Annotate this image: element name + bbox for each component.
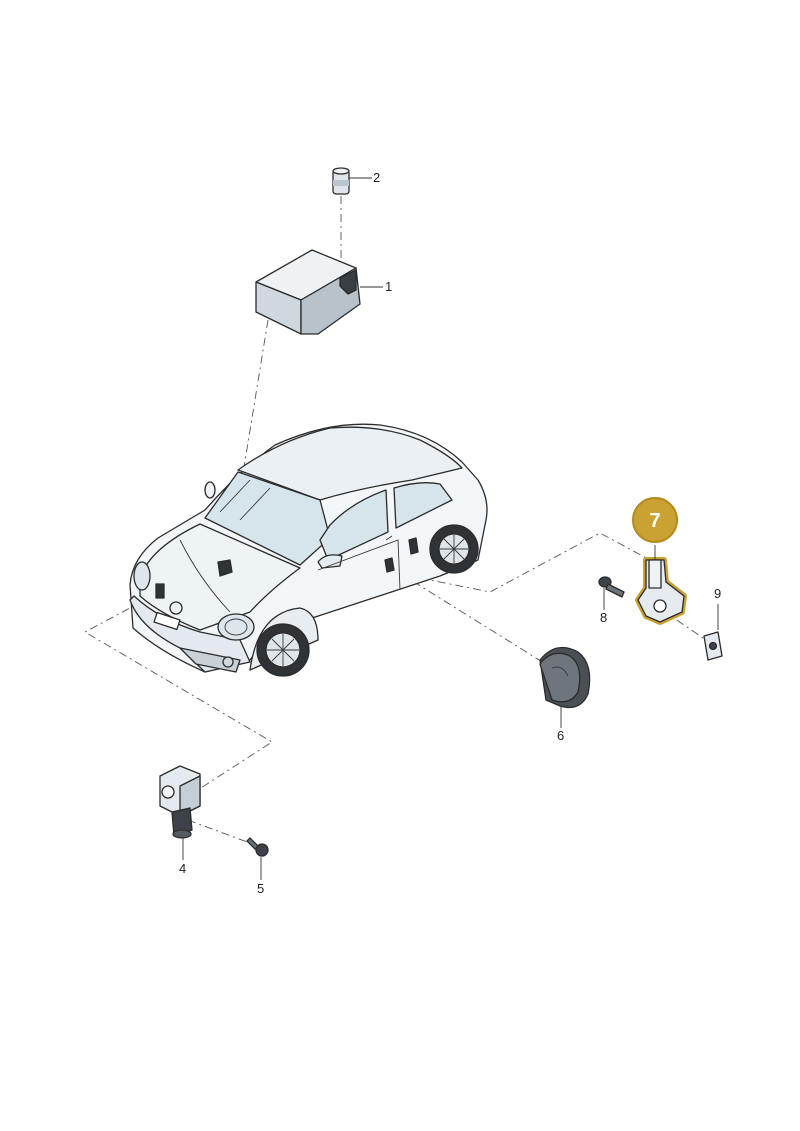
part-1-control-unit[interactable] [255, 249, 383, 335]
part-labels: 2 1 4 5 6 8 9 [179, 170, 721, 896]
part-7-highlighted-sensor[interactable] [635, 545, 687, 625]
callout-7-badge[interactable]: 7 [632, 497, 678, 543]
leader-lines [84, 196, 707, 847]
label-part-1: 1 [385, 279, 392, 294]
label-part-5: 5 [257, 881, 264, 896]
part-4-crash-sensor[interactable] [159, 765, 201, 860]
label-part-8: 8 [600, 610, 607, 625]
label-part-2: 2 [373, 170, 380, 185]
part-9-clip-nut[interactable] [703, 604, 723, 661]
label-part-4: 4 [179, 861, 186, 876]
callout-7-number: 7 [649, 510, 660, 532]
part-2-nut[interactable] [332, 167, 372, 195]
label-part-9: 9 [714, 586, 721, 601]
car-illustration [129, 423, 488, 677]
label-part-6: 6 [557, 728, 564, 743]
part-5-screw[interactable] [246, 837, 269, 880]
part-8-bolt[interactable] [598, 576, 625, 610]
part-6-sensor-housing[interactable] [539, 646, 591, 729]
